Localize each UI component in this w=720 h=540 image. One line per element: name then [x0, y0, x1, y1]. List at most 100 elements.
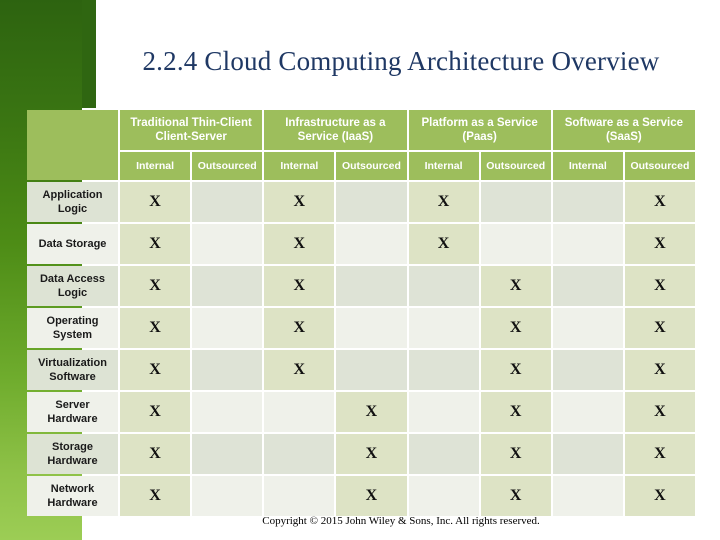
matrix-cell-empty	[192, 224, 263, 264]
row-label: Server Hardware	[27, 392, 118, 432]
matrix-cell-empty	[192, 266, 263, 306]
matrix-cell-empty	[408, 434, 479, 474]
page-title: 2.2.4 Cloud Computing Architecture Overv…	[142, 46, 660, 76]
sub-header-saas-internal: Internal	[552, 152, 623, 180]
matrix-cell-empty	[264, 434, 335, 474]
matrix-cell-empty	[336, 350, 407, 390]
table-header: Traditional Thin-Client Client-Server In…	[27, 110, 695, 180]
matrix-cell-empty	[480, 224, 551, 264]
matrix-cell-marked: X	[624, 350, 695, 390]
matrix-cell-empty	[192, 476, 263, 516]
sub-header-iaas-outsourced: Outsourced	[336, 152, 407, 180]
matrix-cell-empty	[552, 182, 623, 222]
matrix-cell-marked: X	[480, 476, 551, 516]
matrix-cell-empty	[336, 308, 407, 348]
sub-header-traditional-internal: Internal	[120, 152, 191, 180]
matrix-cell-empty	[336, 266, 407, 306]
matrix-cell-empty	[408, 266, 479, 306]
matrix-cell-marked: X	[408, 224, 479, 264]
matrix-cell-marked: X	[480, 308, 551, 348]
matrix-cell-marked: X	[264, 350, 335, 390]
matrix-cell-marked: X	[120, 350, 191, 390]
matrix-cell-empty	[264, 476, 335, 516]
sub-header-paas-internal: Internal	[408, 152, 479, 180]
table-sub-header-row: Internal Outsourced Internal Outsourced …	[27, 152, 695, 180]
matrix-cell-empty	[552, 308, 623, 348]
matrix-cell-empty	[408, 350, 479, 390]
matrix-cell-marked: X	[336, 476, 407, 516]
row-label: Application Logic	[27, 182, 118, 222]
matrix-cell-empty	[192, 350, 263, 390]
matrix-cell-marked: X	[624, 182, 695, 222]
matrix-cell-empty	[552, 350, 623, 390]
matrix-cell-marked: X	[120, 182, 191, 222]
matrix-cell-marked: X	[624, 392, 695, 432]
cloud-architecture-matrix: Traditional Thin-Client Client-Server In…	[25, 108, 697, 518]
matrix-cell-marked: X	[624, 308, 695, 348]
matrix-cell-marked: X	[336, 392, 407, 432]
matrix-cell-marked: X	[264, 224, 335, 264]
matrix-cell-empty	[408, 308, 479, 348]
row-label: Storage Hardware	[27, 434, 118, 474]
group-header-iaas: Infrastructure as a Service (IaaS)	[264, 110, 407, 150]
matrix-cell-marked: X	[624, 476, 695, 516]
matrix-cell-empty	[552, 392, 623, 432]
row-label: Data Access Logic	[27, 266, 118, 306]
matrix-cell-empty	[552, 476, 623, 516]
matrix-cell-marked: X	[480, 434, 551, 474]
matrix-cell-marked: X	[120, 308, 191, 348]
decorative-sidebar-notch	[82, 0, 96, 108]
matrix-cell-empty	[408, 476, 479, 516]
group-header-paas: Platform as a Service (Paas)	[408, 110, 551, 150]
row-label: Network Hardware	[27, 476, 118, 516]
matrix-cell-marked: X	[120, 266, 191, 306]
matrix-cell-marked: X	[120, 392, 191, 432]
matrix-cell-marked: X	[264, 308, 335, 348]
matrix-cell-marked: X	[624, 434, 695, 474]
matrix-cell-empty	[192, 308, 263, 348]
row-label: Virtualization Software	[27, 350, 118, 390]
table-group-header-row: Traditional Thin-Client Client-Server In…	[27, 110, 695, 180]
matrix-cell-marked: X	[264, 266, 335, 306]
sub-header-paas-outsourced: Outsourced	[480, 152, 551, 180]
group-header-saas: Software as a Service (SaaS)	[552, 110, 695, 150]
matrix-cell-empty	[264, 392, 335, 432]
matrix-cell-empty	[192, 434, 263, 474]
matrix-cell-marked: X	[480, 266, 551, 306]
copyright-footer: Copyright © 2015 John Wiley & Sons, Inc.…	[262, 515, 540, 527]
matrix-cell-marked: X	[120, 476, 191, 516]
matrix-cell-empty	[408, 392, 479, 432]
table-corner-cell	[27, 110, 118, 180]
row-label: Operating System	[27, 308, 118, 348]
matrix-cell-marked: X	[264, 182, 335, 222]
matrix-cell-empty	[552, 434, 623, 474]
matrix-cell-marked: X	[408, 182, 479, 222]
group-header-traditional: Traditional Thin-Client Client-Server	[120, 110, 263, 150]
matrix-cell-marked: X	[480, 392, 551, 432]
matrix-cell-marked: X	[120, 434, 191, 474]
matrix-cell-marked: X	[336, 434, 407, 474]
matrix-cell-empty	[336, 182, 407, 222]
matrix-cell-empty	[192, 182, 263, 222]
matrix-cell-marked: X	[120, 224, 191, 264]
row-label: Data Storage	[27, 224, 118, 264]
matrix-cell-empty	[552, 224, 623, 264]
matrix-cell-empty	[480, 182, 551, 222]
sub-header-iaas-internal: Internal	[264, 152, 335, 180]
matrix-cell-marked: X	[624, 266, 695, 306]
sub-header-saas-outsourced: Outsourced	[624, 152, 695, 180]
matrix-cell-empty	[192, 392, 263, 432]
matrix-cell-marked: X	[480, 350, 551, 390]
matrix-cell-empty	[336, 224, 407, 264]
matrix-cell-marked: X	[624, 224, 695, 264]
matrix-cell-empty	[552, 266, 623, 306]
